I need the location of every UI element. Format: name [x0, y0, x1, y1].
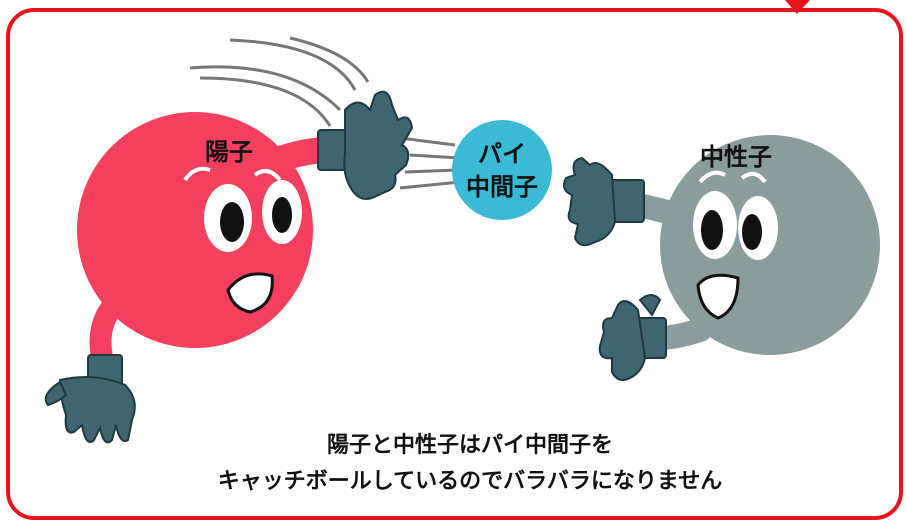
- proton-lower-glove: [44, 354, 136, 444]
- proton-label: 陽子: [205, 138, 253, 166]
- pion-label-line2: 中間子: [466, 173, 538, 201]
- caption-line1: 陽子と中性子はパイ中間子を: [327, 433, 613, 458]
- neutron-label: 中性子: [700, 143, 772, 171]
- proton-upper-glove: [317, 90, 414, 200]
- arrow-tip: [785, 0, 810, 14]
- ball-speed-lines: [399, 136, 461, 190]
- proton-character: [44, 90, 414, 444]
- red-frame: [6, 8, 903, 520]
- neutron-upper-glove: [563, 156, 645, 247]
- pion-ball: [452, 120, 552, 220]
- caption-line2: キャッチボールしているのでバラバラになりません: [218, 469, 722, 494]
- neutron-character: [563, 135, 880, 381]
- throw-motion-lines: [189, 36, 370, 127]
- pion-label-line1: パイ: [478, 140, 526, 168]
- neutron-lower-glove: [598, 294, 667, 381]
